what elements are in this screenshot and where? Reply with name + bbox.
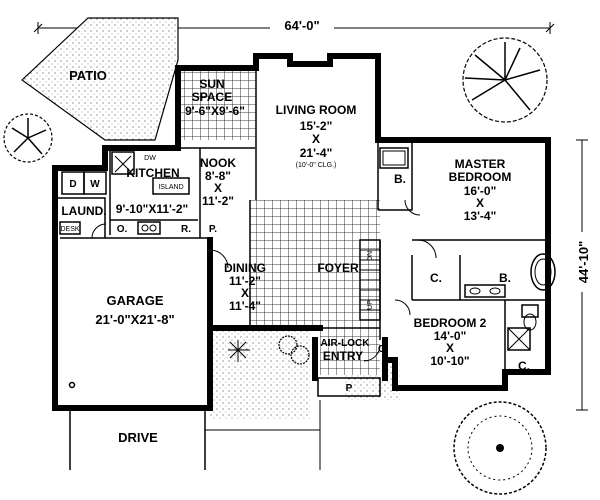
master-bedroom-name-2: BEDROOM: [449, 170, 512, 184]
sun-space-name-2: SPACE: [192, 90, 232, 104]
patio: PATIO: [21, 17, 179, 141]
sun-space-labels: SUN SPACE 9'-6"X9'-6": [185, 77, 245, 118]
laundry-appliances: D W DESK: [59, 171, 107, 235]
entry-floor: [320, 330, 380, 375]
bedroom2-width: 14'-0": [434, 329, 467, 343]
living-room-x: X: [312, 132, 320, 146]
master-bedroom-width: 16'-0": [464, 184, 497, 198]
shrubs: [228, 335, 310, 365]
tree-bottom-right: [453, 401, 547, 495]
exterior-walls: [52, 53, 551, 411]
living-room-ceiling-note: (10'-0" CLG.): [296, 162, 337, 169]
desk-label: DESK: [60, 226, 79, 233]
master-bath-fixtures: [379, 147, 556, 351]
nook-name: NOOK: [200, 156, 236, 170]
dining-height: 11'-4": [229, 299, 261, 313]
master-bath-label: B.: [394, 172, 406, 186]
master-closet-label: C.: [430, 271, 442, 285]
kitchen-counters: ISLAND DW O. R. P.: [109, 150, 217, 235]
kitchen-name: KITCHEN: [126, 166, 179, 180]
living-room-width: 15'-2": [300, 119, 333, 133]
nook-width: 8'-8": [205, 169, 231, 183]
drive: DRIVE: [69, 400, 321, 470]
depth-dimension: 44'-10": [574, 139, 592, 411]
tree-top-right: [462, 37, 548, 123]
washer-label: W: [90, 179, 100, 190]
master-bedroom-height: 13'-4": [464, 209, 497, 223]
bedroom2-labels: BEDROOM 2 14'-0" X 10'-10": [414, 316, 487, 368]
master-bedroom-labels: MASTER BEDROOM 16'-0" X 13'-4": [449, 157, 512, 223]
bedroom2-name: BEDROOM 2: [414, 316, 487, 330]
garage-labels: GARAGE 21'-0"X21'-8": [95, 293, 174, 327]
sun-space-floor: [178, 68, 256, 140]
pantry-label: P.: [209, 224, 217, 235]
doors: [68, 199, 437, 389]
air-lock-label: AIR-LOCK: [321, 338, 371, 349]
foyer-label: FOYER: [317, 261, 359, 275]
dining-name: DINING: [224, 261, 266, 275]
master-bedroom-x: X: [476, 196, 484, 210]
nook-labels: NOOK 8'-8" X 11'-2": [200, 156, 236, 208]
dining-labels: DINING 11'-2" X 11'-4": [224, 261, 266, 313]
garage-size: 21'-0"X21'-8": [95, 312, 174, 327]
tree-left: [3, 113, 53, 163]
entry-label: ENTRY: [323, 349, 363, 363]
bedroom2-height: 10'-10": [430, 354, 469, 368]
oven-label: O.: [117, 224, 128, 235]
dryer-label: D: [69, 179, 76, 190]
kitchen-labels: KITCHEN 9'-10"X11'-2": [116, 166, 188, 216]
patio-label: PATIO: [69, 68, 107, 83]
bedroom2-closet-label: C.: [518, 359, 530, 373]
width-dimension-label: 64'-0": [284, 18, 319, 33]
porch: P: [317, 377, 381, 397]
sun-space-size: 9'-6"X9'-6": [185, 104, 245, 118]
living-room-height: 21'-4": [300, 146, 333, 160]
island-label: ISLAND: [158, 184, 183, 191]
bath2-label: B.: [499, 271, 511, 285]
bedroom2-x: X: [446, 341, 454, 355]
living-room-name: LIVING ROOM: [276, 103, 357, 117]
dining-width: 11'-2": [229, 274, 261, 288]
front-landscape: [210, 330, 310, 420]
entry-closet-label: C.: [378, 344, 388, 355]
dining-x: X: [241, 286, 249, 300]
garage-name: GARAGE: [106, 293, 163, 308]
stairs: DN UP: [359, 239, 381, 321]
foyer-floor: [250, 200, 380, 330]
master-bedroom-name-1: MASTER: [455, 157, 506, 171]
dishwasher-label: DW: [144, 155, 156, 162]
stairs-up-label: UP: [367, 300, 374, 310]
nook-height: 11'-2": [202, 194, 234, 208]
stairs-down-label: DN: [367, 251, 374, 261]
laundry-name: LAUND.: [61, 204, 106, 218]
living-room-labels: LIVING ROOM 15'-2" X 21'-4" (10'-0" CLG.…: [276, 103, 357, 169]
sun-space-name-1: SUN: [199, 77, 224, 91]
depth-dimension-label: 44'-10": [576, 241, 591, 284]
kitchen-size: 9'-10"X11'-2": [116, 202, 188, 216]
nook-x: X: [214, 181, 222, 195]
drive-label: DRIVE: [118, 430, 158, 445]
refrigerator-label: R.: [181, 224, 191, 235]
porch-label: P: [346, 383, 353, 394]
